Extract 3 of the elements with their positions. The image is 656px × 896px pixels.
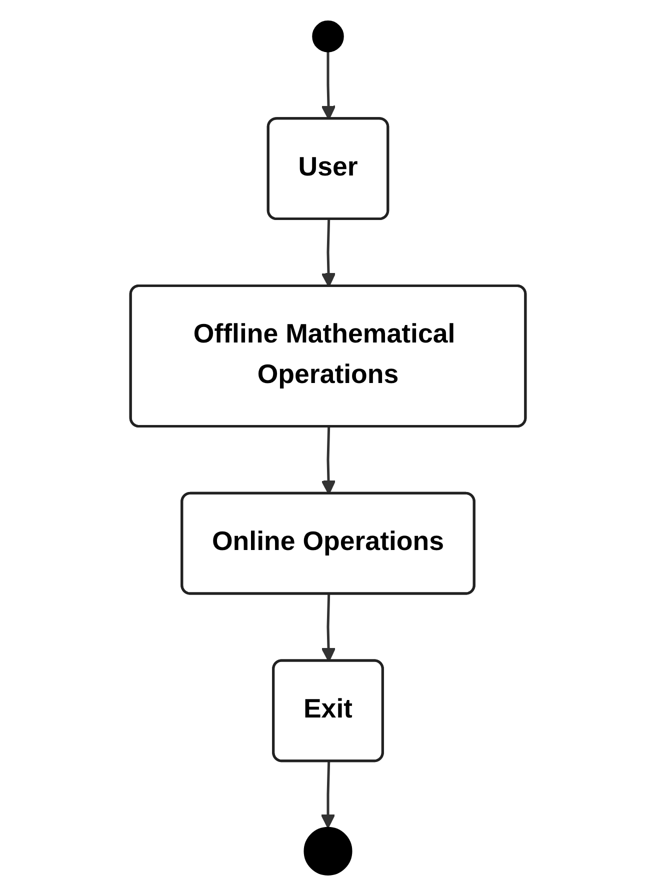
node-circle bbox=[312, 20, 344, 52]
arrow bbox=[320, 762, 336, 828]
node-circle bbox=[304, 826, 352, 876]
